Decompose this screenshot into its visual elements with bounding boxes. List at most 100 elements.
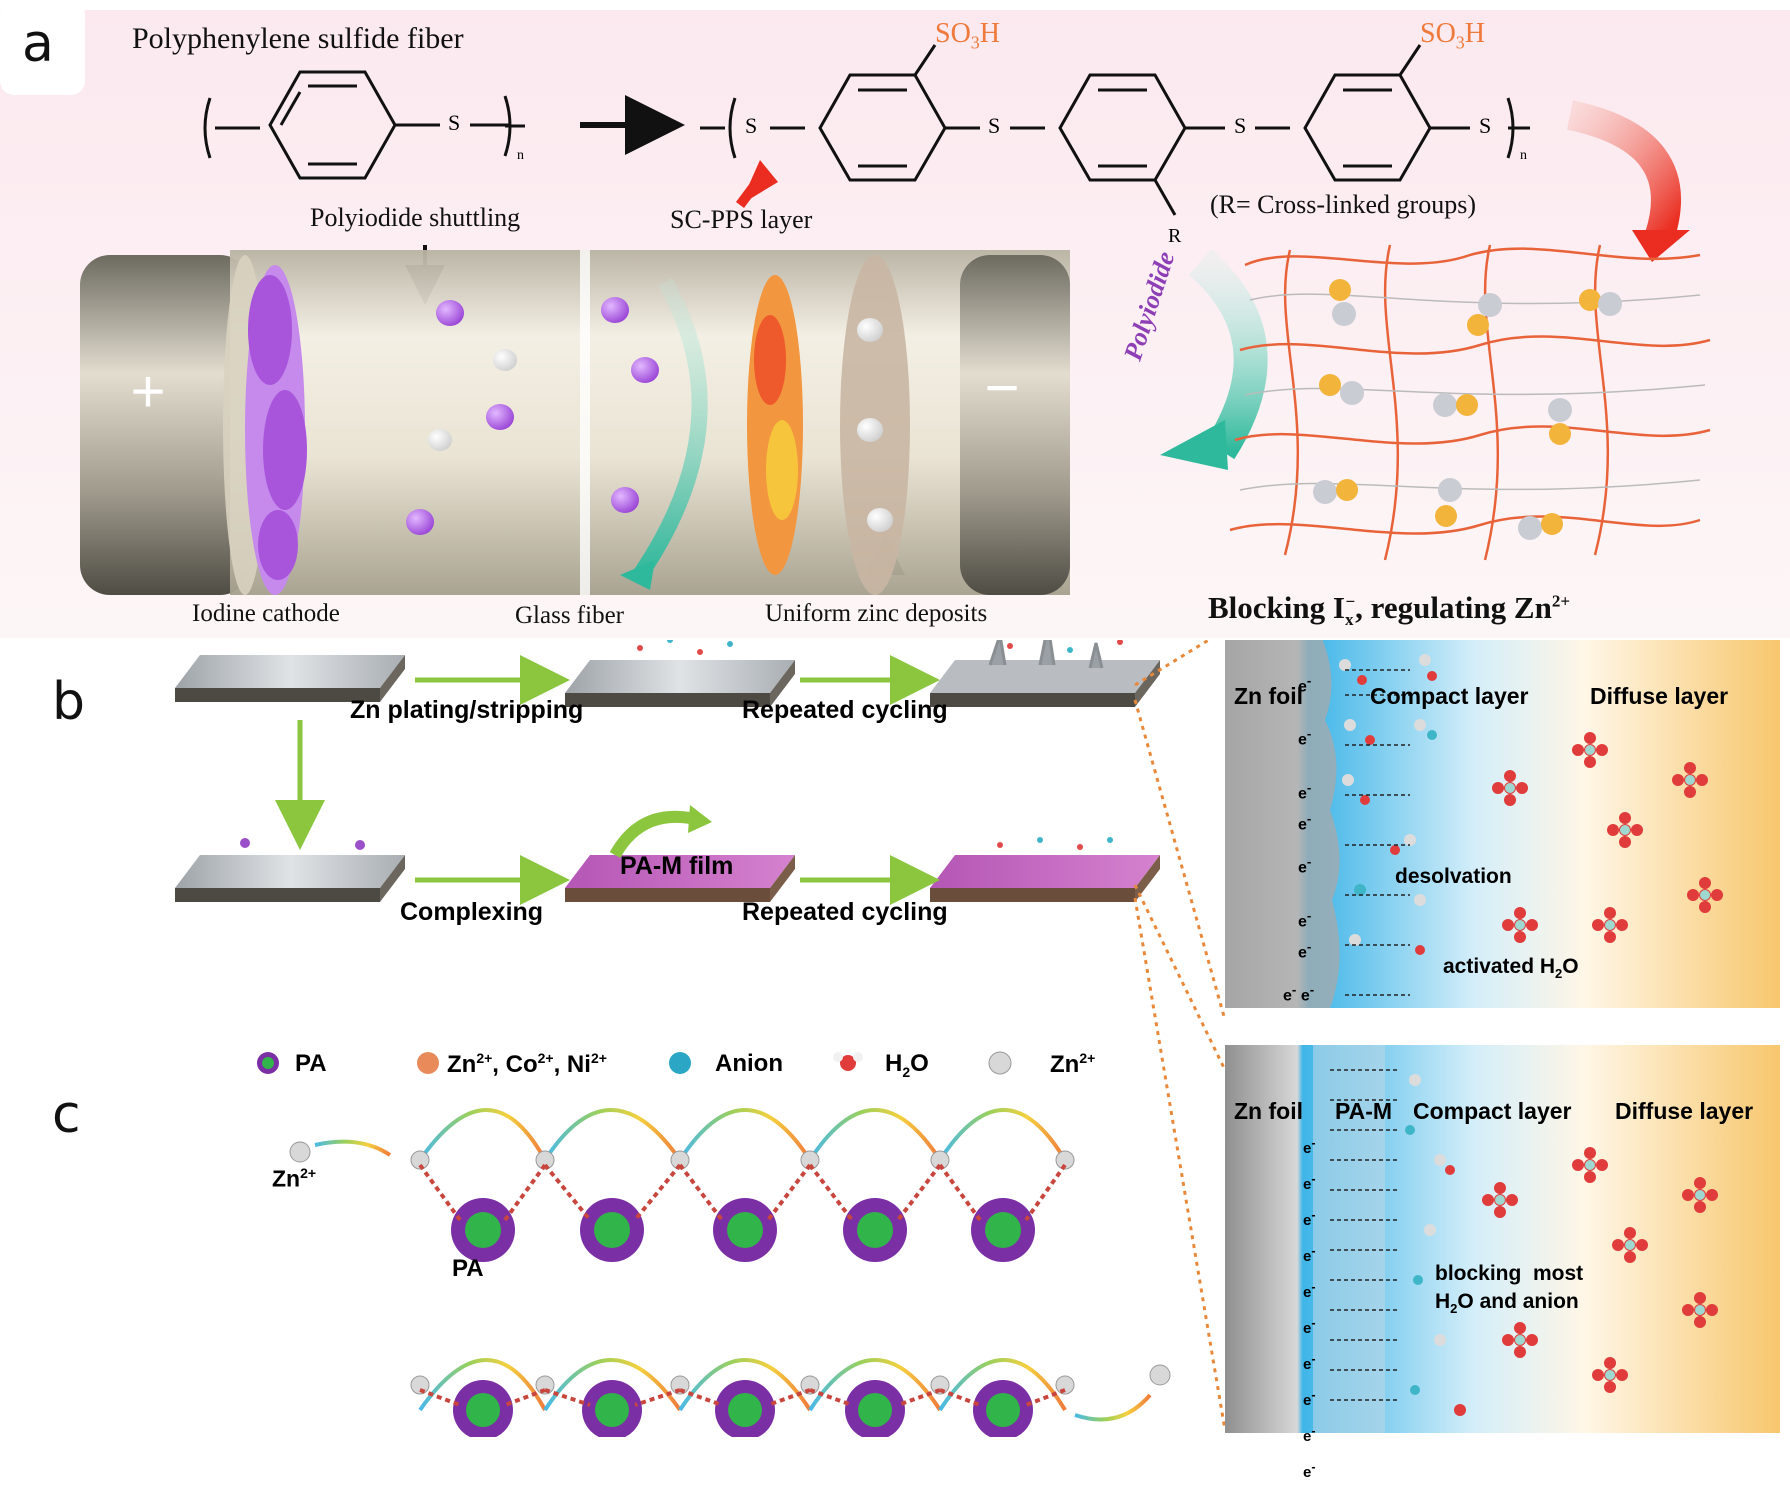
sc-pps-layer-visual [747,275,803,575]
minus-sign: − [984,354,1019,421]
shuttling-label: Polyiodide shuttling [310,203,521,232]
desolvation-label: desolvation [1395,865,1512,888]
zn-slab-6 [930,855,1160,902]
battery-cylinder [80,250,1070,595]
r-group-label: R [1168,225,1182,247]
electron-7: e- [1298,938,1312,962]
glass-fiber-label: Glass fiber [515,602,624,629]
legend-anion: Anion [715,1050,783,1077]
s-atom-4: S [1234,113,1247,138]
polymer-network [1229,244,1711,561]
zoom-top-diffuse: Diffuse layer [1590,683,1729,709]
legend-anion-icon [669,1052,691,1074]
panel-a: + − [0,0,1790,640]
particles-top [1339,654,1437,955]
n-subscript-1: n [517,148,524,163]
panel-c-pa-label: PA [452,1255,484,1282]
ion-pairs [1313,279,1622,540]
legend-pa: PA [295,1050,327,1077]
film-arrow [609,810,691,859]
zoom-top-zn-foil: Zn foil [1234,683,1303,709]
zn-hop-chain-2 [418,1358,1171,1422]
blocking-line-2: H2O and anion [1435,1290,1579,1317]
zn-nodes [410,1150,1075,1395]
activated-water-label: activated H2O [1443,955,1579,981]
zn-slab-5 [565,855,795,902]
panel-c-letter: c [52,1085,81,1145]
panel-c-zn-label: Zn2+ [272,1165,317,1192]
panel-a-title: Polyphenylene sulfide fiber [132,22,464,55]
legend-metals: Zn2+, Co2+, Ni2+ [447,1050,607,1078]
r-group-note: (R= Cross-linked groups) [1210,190,1476,219]
iodine-cathode [245,265,307,595]
activated-text: activated H [1443,955,1556,978]
pa-molecules-row2 [453,1380,1033,1437]
step-cycling-2: Repeated cycling [742,898,948,926]
step-plating: Zn plating/stripping [350,696,584,724]
eb-2: e- [1303,1172,1316,1193]
electron-2: e- [1298,726,1312,749]
sc-pps-chain [700,44,1530,216]
legend-icons [257,1051,1012,1075]
zoom-guides [1133,640,1227,1431]
panel-b-letter: b [52,672,86,732]
eb-5: e- [1303,1280,1316,1301]
panel-a-caption: Blocking Ix−, regulating Zn2+ [1208,590,1570,630]
legend-pa-icon [257,1052,279,1074]
panel-a-art: + − [0,0,1790,638]
n-subscript-2: n [1520,148,1527,163]
activated-sub: 2 [1555,966,1563,982]
eb-9: e- [1303,1424,1316,1445]
legend-zn-icon [988,1051,1012,1075]
activated-end: O [1562,955,1579,978]
blocking-line-1: blocking most [1435,1262,1584,1285]
eb-7: e- [1303,1352,1316,1373]
coordination-bonds [418,1163,1067,1407]
panel-a-letter: a [22,14,54,74]
electron-4: e- [1298,810,1312,834]
electron-arrows-bottom [1330,1069,1400,1401]
pa-molecules [451,1198,1035,1262]
panel-bc-art [175,640,1780,1437]
electron-5: e- [1298,854,1312,877]
zoom-bottom-diffuse: Diffuse layer [1615,1098,1754,1124]
zoom-bottom-pam: PA-M [1335,1098,1393,1124]
electron-arrows-top [1345,669,1410,996]
pps-monomer [203,70,525,180]
zn-hop-chain-1 [289,1108,1067,1163]
step-cycling-1: Repeated cycling [742,696,948,724]
electron-column-bottom: e- e- e- e- e- e- e- e- e- e- [1303,1128,1316,1488]
electron-column-top: e- e- e- e- e- e- e- e- e- [1283,658,1314,1009]
caption-sup-2: 2+ [1551,591,1570,611]
so3h-label-2: SO3H [1420,18,1486,53]
polyiodide-drops [406,297,893,535]
pa-m-film-label: PA-M film [620,852,734,880]
caption-sup: − [1345,591,1356,611]
zoom-bottom-zn-foil: Zn foil [1234,1098,1303,1124]
s-atom-1: S [448,110,461,135]
zn-slab-2 [565,660,795,707]
step-complexing: Complexing [400,898,544,926]
zn-slab-4 [175,855,405,902]
water-flowers [1482,732,1723,1393]
legend-water-icon [833,1052,863,1071]
particles-bottom [1405,1074,1466,1416]
zn-slab-1 [175,655,405,702]
legend-water: H2O [885,1050,929,1080]
plus-sign: + [130,358,165,425]
electron-1: e- [1298,673,1312,696]
zoom-bottom-compact: Compact layer [1413,1098,1572,1124]
zoom-top-compact: Compact layer [1370,683,1529,709]
caption-sub: x [1344,610,1354,630]
teal-return-arrow [633,277,708,580]
electron-3: e- [1298,779,1312,802]
eb-4: e- [1303,1244,1316,1265]
eb-1: e- [1303,1136,1316,1157]
electron-8: e- e- [1283,982,1315,1005]
legend-metal-icon [417,1052,439,1074]
caption-part-1: Blocking I [1208,590,1345,625]
electron-6: e- [1298,907,1312,930]
s-atom-3: S [988,113,1001,138]
s-atom-2: S [745,113,758,138]
red-curved-arrow [1566,100,1681,240]
